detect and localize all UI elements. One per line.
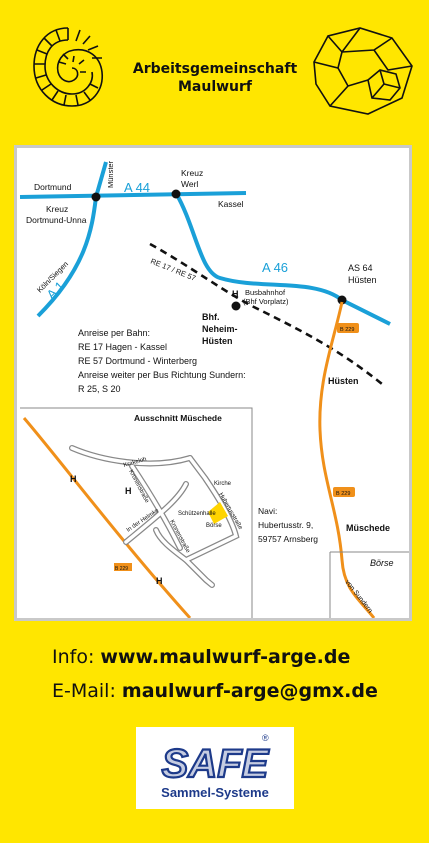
inset-halle-2: Börse [206,523,222,529]
directions-line-5: R 25, S 20 [78,384,121,394]
b229-sign-2 [333,487,355,497]
label-kreuz-du-1: Kreuz [46,204,68,214]
label-bhf-2: Neheim- [202,324,238,334]
road-a44 [19,191,247,199]
crystal-icon [313,27,413,115]
website-link[interactable]: www.maulwurf-arge.de [100,646,351,668]
label-von-sundern: von Sundern [343,579,373,615]
email-label: E-Mail: [52,680,116,702]
label-bhf-1: Bhf. [202,312,220,322]
railway-line [149,242,383,386]
label-kassel: Kassel [218,199,244,209]
label-as64-2: Hüsten [348,275,377,285]
directions-line-1: Anreise per Bahn: [78,328,150,338]
label-boerse: Börse [370,558,394,568]
inset-h2: H [125,486,132,496]
organization-title: Arbeitsgemeinschaft Maulwurf [120,60,310,96]
label-huesten: Hüsten [328,376,359,386]
label-as64-1: AS 64 [348,263,373,273]
road-b229 [318,301,376,618]
label-bhf-3: Hüsten [202,336,233,346]
label-kreuz-werl-2: Werl [181,179,198,189]
logo-subtitle: Sammel-Systeme [161,785,269,800]
directions-line-2: RE 17 Hagen - Kassel [78,342,167,352]
navi-line-3: 59757 Arnsberg [258,534,318,544]
label-kreuz-werl-1: Kreuz [181,168,203,178]
label-b229-2: B 229 [336,491,350,497]
directions-line-3: RE 57 Dortmund - Winterberg [78,356,197,366]
email-line: E-Mail: maulwurf-arge@gmx.de [52,680,378,702]
info-line: Info: www.maulwurf-arge.de [52,646,350,668]
inset-kirche: Kirche [214,481,232,487]
label-kreuz-du-2: Dortmund-Unna [26,215,87,225]
inset-title: Ausschnitt Müschede [134,413,222,423]
navi-line-1: Navi: [258,506,277,516]
label-bus-1: Busbahnhof [245,288,286,297]
inset-h3: H [156,576,163,586]
ammonite-icon [33,27,103,107]
svg-text:SAFE: SAFE [162,742,270,786]
directions-line-4: Anreise weiter per Bus Richtung Sundern: [78,370,246,380]
junction-kreuz-dortmund-unna [91,192,101,202]
muschede-box [329,551,409,618]
title-line-1: Arbeitsgemeinschaft [132,61,298,77]
route-map: Dortmund Münster A 44 Kreuz Werl Kassel … [14,145,412,621]
title-line-2: Maulwurf [177,79,253,95]
schuetzenhalle-marker [208,502,228,524]
label-bus-2: (Bhf Vorplatz) [243,297,289,306]
label-a44: A 44 [124,180,150,195]
junction-kreuz-werl [171,189,181,199]
bus-station-marker [231,301,241,311]
safe-wordmark-icon: SAFE SAFE ® [161,733,271,787]
navi-line-2: Hubertusstr. 9, [258,520,313,530]
road-a46 [174,192,391,326]
label-muenster: Münster [106,160,115,188]
inset-b229-sign [114,563,132,571]
label-h-stop: H [232,289,239,299]
inset-h1: H [70,474,77,484]
label-b229-1: B 229 [340,327,354,333]
label-railway: RE 17 / RE 57 [149,257,197,283]
safe-logo: SAFE SAFE ® Sammel-Systeme [136,727,294,809]
inset-frame [20,407,253,618]
inset-b229-road [22,417,192,618]
label-a46: A 46 [262,260,288,275]
info-label: Info: [52,646,95,668]
label-mueschede: Müschede [346,523,390,533]
label-dortmund: Dortmund [34,182,72,192]
inset-b229-label: B 229 [115,566,128,572]
email-link[interactable]: maulwurf-arge@gmx.de [121,680,378,702]
b229-sign-1 [337,323,359,333]
registered-mark: ® [262,733,269,743]
svg-text:SAFE: SAFE [162,742,270,786]
inset-halle-1: Schützenhalle [178,511,216,517]
map-canvas: Dortmund Münster A 44 Kreuz Werl Kassel … [19,160,409,618]
junction-as64 [337,295,347,305]
